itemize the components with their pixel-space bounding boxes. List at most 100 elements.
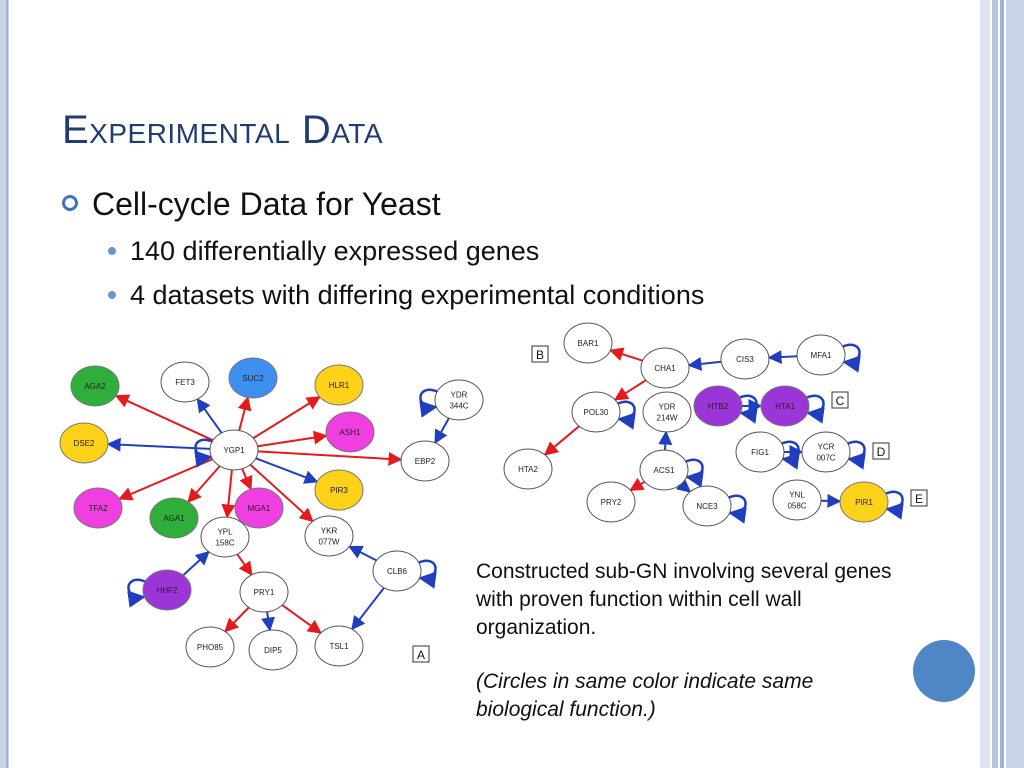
- gene-node-label: DSE2: [74, 439, 95, 448]
- edge-ygp1-to-fet3: [196, 397, 223, 434]
- gene-node-pho85: PHO85: [185, 626, 235, 668]
- self-loop-mfa1: [841, 343, 861, 373]
- gene-node-shape: [682, 485, 732, 527]
- gene-node-pol30: POL30: [571, 391, 621, 433]
- self-loop-acs1: [684, 458, 704, 488]
- edge-ynl058c-to-pir1: [820, 493, 842, 508]
- edge-ygp1-to-mga1: [239, 468, 253, 491]
- gene-node-label: CLB6: [387, 567, 408, 576]
- self-loop-clb6: [417, 559, 437, 589]
- gene-node-label: BAR1: [578, 339, 599, 348]
- dot-bullet-icon: [108, 291, 116, 299]
- gene-node-label: ACS1: [654, 466, 675, 475]
- edge-pry1-to-dip5: [261, 611, 275, 632]
- gene-node-dip5: DIP5: [248, 629, 298, 671]
- figure-caption: Constructed sub-GN involving several gen…: [476, 558, 896, 724]
- gene-node-label: MGA1: [248, 504, 271, 513]
- gene-node-label: TSL1: [329, 642, 349, 651]
- sub-bullet-2: 4 datasets with differing experimental c…: [108, 280, 704, 311]
- gene-node-label: NCE3: [696, 502, 718, 511]
- panel-label-text: B: [536, 348, 544, 362]
- edge-acs1-to-ydr214w: [658, 430, 673, 451]
- edge-hhf2-to-ypl158c: [182, 550, 210, 576]
- sub-bullet-1: 140 differentially expressed genes: [108, 236, 539, 267]
- gene-node-label: PHO85: [197, 643, 224, 652]
- self-loop-hhf2: [127, 578, 147, 608]
- gene-node-pry1: PRY1: [239, 571, 289, 613]
- panel-label-a: A: [412, 645, 430, 663]
- gene-node-suc2: SUC2: [228, 357, 278, 399]
- gene-node-shape: [735, 431, 785, 473]
- gene-node-label: YDR: [451, 391, 468, 400]
- gene-node-shape: [314, 364, 364, 406]
- panel-label-b: B: [531, 345, 549, 363]
- gene-node-shape: [59, 422, 109, 464]
- gene-node-label: 007C: [816, 454, 835, 463]
- edge-pry1-to-pho85: [224, 606, 250, 633]
- gene-node-fig1: FIG1: [735, 431, 785, 473]
- gene-node-shape: [720, 338, 770, 380]
- edge-ygp1-to-dse2: [106, 437, 211, 452]
- gene-node-label: YGP1: [223, 446, 245, 455]
- gene-node-dse2: DSE2: [59, 422, 109, 464]
- edge-acs1-to-nce3: [675, 478, 692, 493]
- slide-border-right: [980, 0, 1024, 768]
- gene-node-label: YPL: [217, 528, 233, 537]
- self-loop-hta1: [805, 394, 825, 424]
- gene-node-label: HTB2: [708, 402, 729, 411]
- dot-bullet-icon: [108, 247, 116, 255]
- edge-ygp1-to-ypl158c: [221, 469, 236, 519]
- edge-acs1-to-pry2: [629, 477, 646, 492]
- gene-node-label: DIP5: [264, 646, 282, 655]
- slide-border-left: [0, 0, 9, 768]
- gene-node-shape: [314, 469, 364, 511]
- gene-node-aga1: AGA1: [149, 497, 199, 539]
- gene-node-hhf2: HHF2: [142, 569, 192, 611]
- gene-node-ash1: ASH1: [325, 411, 375, 453]
- gene-node-label: 158C: [215, 539, 234, 548]
- gene-node-shape: [639, 449, 689, 491]
- gene-node-tfa2: TFA2: [73, 487, 123, 529]
- gene-node-label: FIG1: [751, 448, 769, 457]
- edge-cha1-to-pol30: [613, 379, 647, 401]
- edge-ygp1-to-ykr077w: [249, 463, 314, 523]
- edge-cha1-to-bar1: [609, 347, 643, 362]
- gene-node-label: HHF2: [157, 586, 178, 595]
- gene-node-label: POL30: [584, 408, 609, 417]
- gene-node-mga1: MGA1: [234, 487, 284, 529]
- gene-node-fet3: FET3: [160, 361, 210, 403]
- gene-node-label: CIS3: [736, 355, 754, 364]
- gene-node-label: PRY1: [254, 588, 275, 597]
- gene-node-label: YDR: [659, 403, 676, 412]
- panel-label-text: C: [836, 394, 845, 408]
- gene-node-label: EBP2: [415, 457, 436, 466]
- edge-ygp1-to-tfa2: [118, 458, 213, 501]
- gene-node-label: HLR1: [329, 381, 350, 390]
- gene-node-shape: [73, 487, 123, 529]
- gene-node-hta1: HTA1: [760, 385, 810, 427]
- ring-bullet-icon: [62, 195, 78, 211]
- panel-label-text: D: [877, 445, 886, 459]
- gene-node-nce3: NCE3: [682, 485, 732, 527]
- gene-node-shape: [209, 429, 259, 471]
- gene-node-clb6: CLB6: [372, 550, 422, 592]
- edge-pol30-to-hta2: [543, 425, 580, 456]
- gene-node-label: PIR3: [330, 486, 348, 495]
- gene-node-label: YCR: [818, 443, 835, 452]
- gene-node-ebp2: EBP2: [400, 440, 450, 482]
- edge-ygp1-to-aga1: [187, 465, 221, 503]
- gene-node-shape: [149, 497, 199, 539]
- gene-node-shape: [772, 479, 822, 521]
- gene-node-shape: [325, 411, 375, 453]
- gene-node-shape: [248, 629, 298, 671]
- gene-node-shape: [839, 481, 889, 523]
- panel-label-text: E: [915, 492, 923, 506]
- gene-node-label: FET3: [175, 378, 195, 387]
- edge-cis3-to-cha1: [687, 356, 722, 371]
- slide-title: Experimental Data: [62, 108, 383, 152]
- gene-node-ycr007c: YCR 007C: [801, 431, 851, 473]
- edge-ygp1-to-ash1: [257, 430, 328, 448]
